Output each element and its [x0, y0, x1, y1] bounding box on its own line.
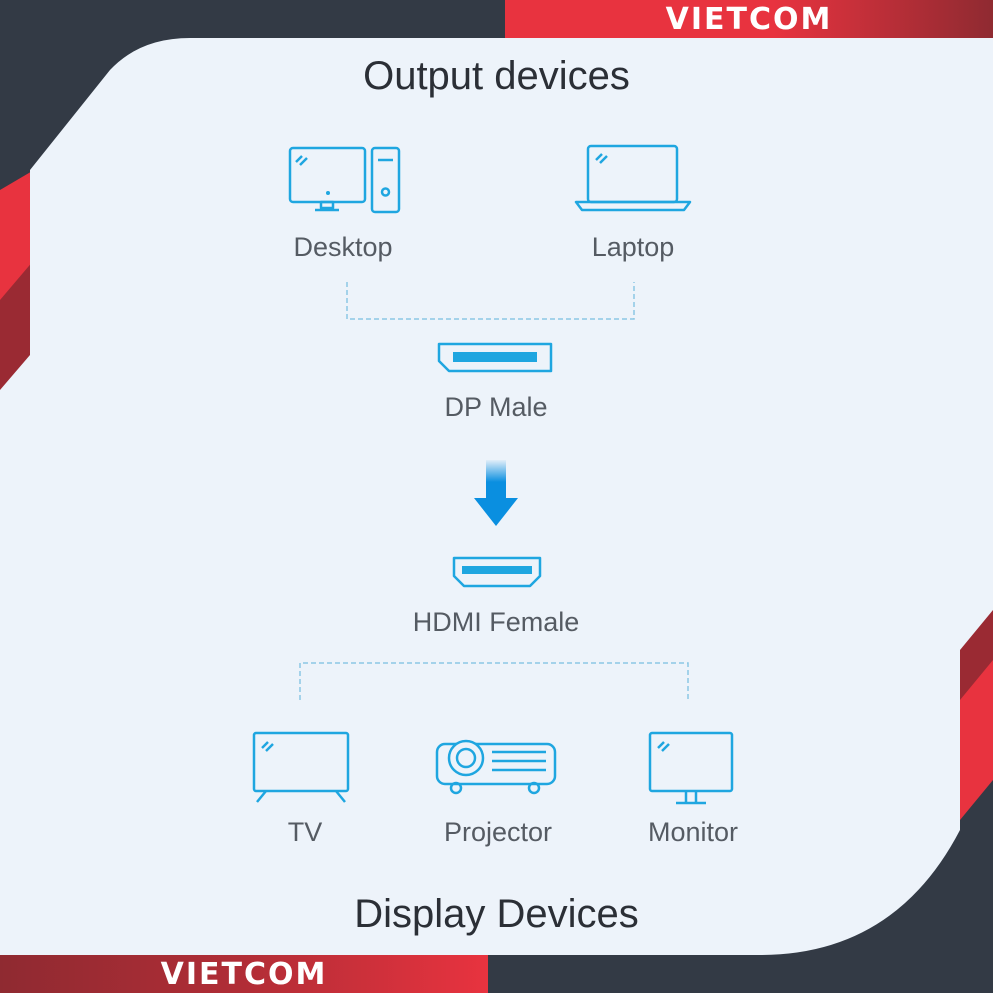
down-arrow-icon [474, 460, 518, 526]
projector-icon [435, 739, 557, 795]
hdmi-female-label: HDMI Female [412, 607, 580, 637]
tv-icon [252, 731, 350, 803]
display-devices-title: Display Devices [354, 892, 639, 936]
output-connector-lines [346, 282, 635, 320]
desktop-icon [288, 146, 401, 214]
brand-logo-bottom: VIETCOM [160, 956, 328, 992]
projector-label: Projector [443, 817, 553, 847]
laptop-label: Laptop [591, 232, 675, 262]
monitor-icon [648, 731, 734, 805]
output-devices-title: Output devices [363, 54, 630, 98]
monitor-label: Monitor [647, 817, 739, 847]
brand-logo-top: VIETCOM [665, 1, 833, 37]
tv-label: TV [287, 817, 323, 847]
hdmi-connector-icon [452, 556, 542, 588]
display-connector-lines [299, 662, 689, 700]
displayport-connector-icon [437, 342, 553, 373]
dp-male-label: DP Male [444, 392, 548, 422]
desktop-label: Desktop [293, 232, 393, 262]
laptop-icon [574, 144, 692, 212]
